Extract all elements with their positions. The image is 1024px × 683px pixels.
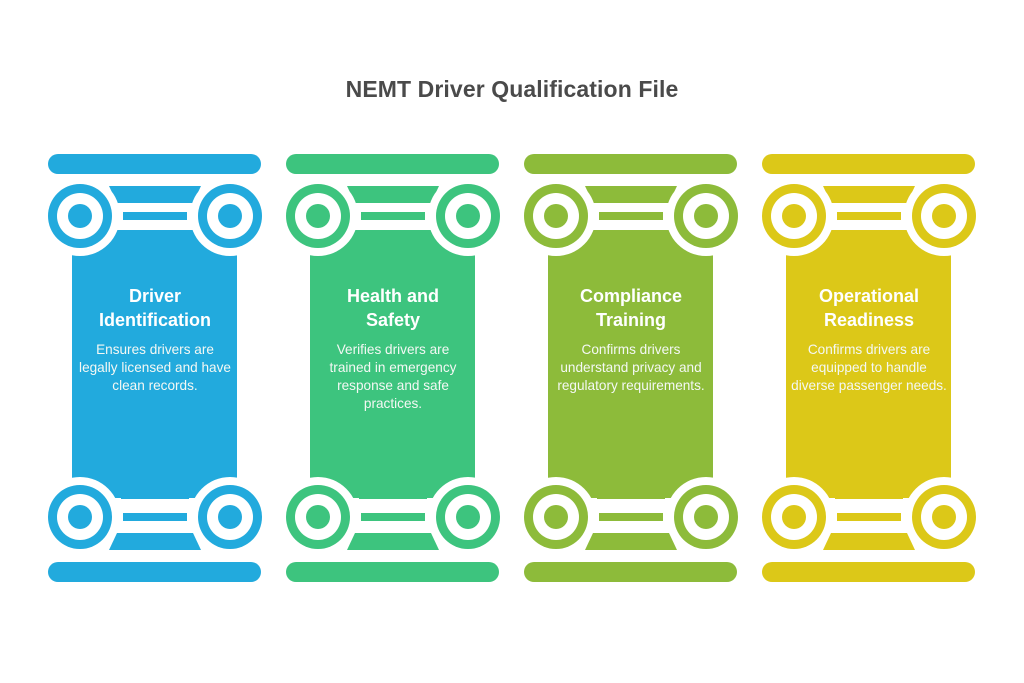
- pillar-title: Operational Readiness: [818, 286, 920, 330]
- pillar-health-and-safety: Health and Safety Verifies drivers are t…: [285, 150, 501, 586]
- ionic-column-icon: [47, 154, 263, 582]
- pillar-description: Confirms drivers understand privacy and …: [557, 342, 705, 393]
- ionic-column-icon: [761, 154, 977, 582]
- pillar-description: Verifies drivers are trained in emergenc…: [329, 342, 457, 411]
- pillar-description: Ensures drivers are legally licensed and…: [79, 342, 231, 393]
- pillar-description: Confirms drivers are equipped to handle …: [791, 342, 947, 393]
- pillar-driver-identification: Driver Identification Ensures drivers ar…: [47, 150, 263, 586]
- pillar-title: Health and Safety: [346, 286, 439, 330]
- pillar-title: Compliance Training: [579, 286, 683, 330]
- pillar-compliance-training: Compliance Training Confirms drivers und…: [523, 150, 739, 586]
- diagram-title: NEMT Driver Qualification File: [345, 76, 679, 102]
- ionic-column-icon: [523, 154, 739, 582]
- pillar-operational-readiness: Operational Readiness Confirms drivers a…: [761, 150, 977, 586]
- ionic-column-icon: [285, 154, 501, 582]
- pillar-title: Driver Identification: [99, 286, 211, 330]
